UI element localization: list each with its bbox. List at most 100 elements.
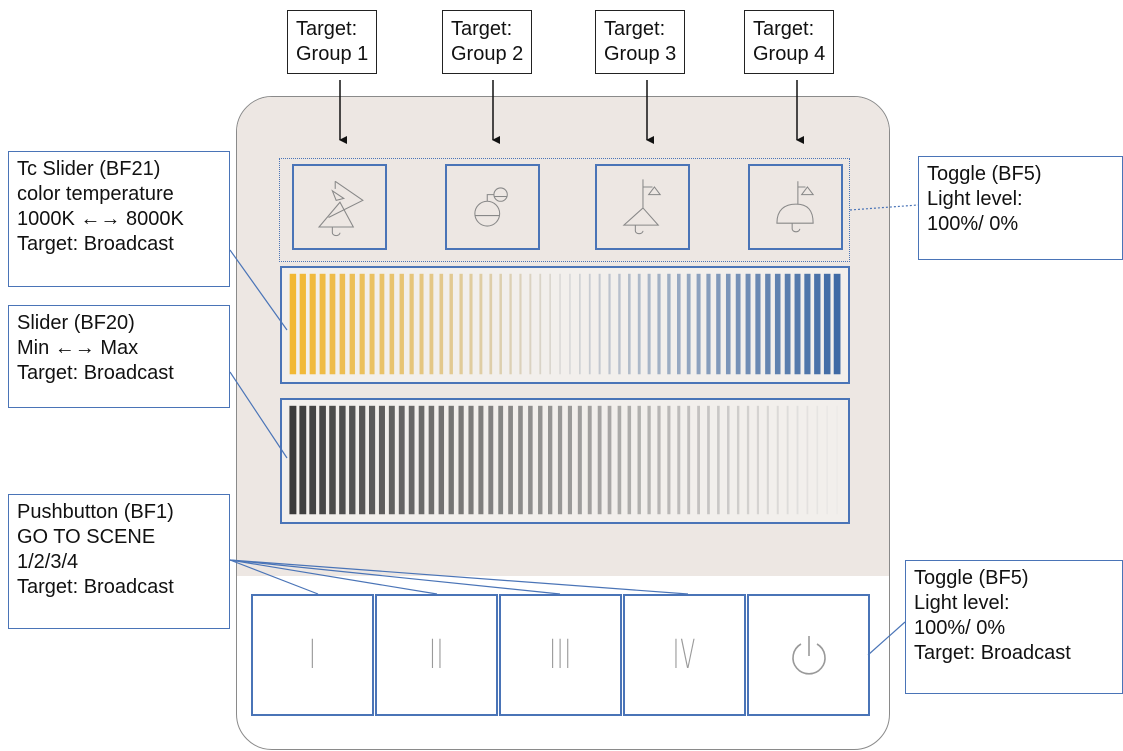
note-line: GO TO SCENE <box>17 526 156 548</box>
group-3-toggle-button[interactable] <box>595 164 690 250</box>
tc-bar <box>579 273 581 375</box>
tc-bar <box>676 273 681 375</box>
level-bar <box>577 405 582 515</box>
level-bar <box>677 405 681 515</box>
scene-1-button[interactable]: I <box>251 594 374 716</box>
lamp-group-1-icon <box>317 180 364 237</box>
note-line: 1000K ←→ 8000K <box>17 208 184 230</box>
scene-4-button[interactable]: IV <box>623 594 746 716</box>
tc-bar <box>509 273 512 375</box>
level-bar <box>428 405 435 515</box>
level-bar <box>796 405 799 515</box>
note-line: Slider (BF20) <box>17 312 135 334</box>
tc-bar <box>637 273 641 375</box>
tc-bar <box>667 273 671 375</box>
lamp-group-4-icon <box>776 181 815 233</box>
level-bar <box>319 405 326 515</box>
tc-bar <box>814 273 821 375</box>
tc-bar <box>519 273 522 375</box>
target-box-group-2: Target: Group 2 <box>442 10 533 74</box>
level-bar <box>667 405 671 515</box>
level-bar <box>786 405 789 515</box>
level-bar <box>607 405 612 515</box>
level-bar <box>508 405 513 515</box>
note-line: Target: Broadcast <box>17 233 174 255</box>
level-bar <box>339 405 346 515</box>
level-slider-note: Slider (BF20) Min ←→ Max Target: Broadca… <box>8 305 230 408</box>
level-bar <box>398 405 405 515</box>
note-line: color temperature <box>17 183 174 205</box>
level-bar <box>388 405 395 515</box>
lamp-group-3-icon <box>622 179 662 235</box>
target-box-line: Group 1 <box>296 43 369 65</box>
tc-bar <box>745 273 751 375</box>
target-box-group-1: Target: Group 1 <box>287 10 378 74</box>
level-bar <box>518 405 523 515</box>
note-line: Toggle (BF5) <box>927 163 1042 185</box>
level-bar <box>438 405 445 515</box>
tc-bar <box>429 273 434 375</box>
group-1-toggle-button[interactable] <box>292 164 387 250</box>
tc-bar <box>804 273 811 375</box>
tc-bar <box>833 273 841 375</box>
tc-bar <box>569 273 571 375</box>
scene-2-button[interactable]: II <box>375 594 498 716</box>
level-bar <box>488 405 494 515</box>
scene-4-label: IV <box>672 632 697 678</box>
level-bar <box>806 405 809 515</box>
scene-3-label: III <box>549 632 572 678</box>
tc-bar <box>696 273 701 375</box>
note-line: Pushbutton (BF1) <box>17 501 174 523</box>
tc-bar <box>339 273 346 375</box>
target-box-group-3: Target: Group 3 <box>595 10 686 74</box>
level-bar <box>538 405 543 515</box>
tc-bar <box>549 273 551 375</box>
tc-slider-note: Tc Slider (BF21) color temperature 1000K… <box>8 151 230 287</box>
power-toggle-button[interactable] <box>747 594 870 716</box>
level-bar <box>657 405 661 515</box>
level-bar <box>359 405 366 515</box>
tc-bar <box>499 273 502 375</box>
level-bar <box>746 405 750 515</box>
level-bar <box>826 405 828 515</box>
tc-bar <box>529 273 532 375</box>
group-4-toggle-button[interactable] <box>748 164 843 250</box>
tc-bar <box>598 273 601 375</box>
level-bar <box>587 405 592 515</box>
note-line: Min ←→ Max <box>17 337 139 359</box>
level-bar <box>697 405 700 515</box>
tc-bar <box>725 273 731 375</box>
light-level-slider[interactable] <box>280 398 850 524</box>
level-bar <box>309 405 317 515</box>
tc-bar <box>686 273 691 375</box>
tc-bar <box>706 273 711 375</box>
tc-bar <box>489 273 493 375</box>
tc-bar <box>309 273 316 375</box>
target-box-line: Target: <box>604 18 666 40</box>
tc-bar <box>449 273 453 375</box>
level-bar <box>289 405 297 515</box>
scene-2-label: II <box>428 632 445 678</box>
target-box-line: Target: <box>296 18 358 40</box>
tc-bar <box>329 273 336 375</box>
tc-bar <box>539 273 542 375</box>
tc-bar <box>469 273 473 375</box>
level-bar <box>448 405 454 515</box>
tc-bar <box>618 273 621 375</box>
scene-3-button[interactable]: III <box>499 594 622 716</box>
note-line: 100%/ 0% <box>914 617 1006 639</box>
tc-bar <box>409 273 414 375</box>
color-temperature-slider[interactable] <box>280 266 850 384</box>
tc-bar <box>657 273 661 375</box>
level-bar <box>567 405 573 515</box>
tc-bar <box>774 273 781 375</box>
target-box-line: Group 3 <box>604 43 677 65</box>
level-bar <box>349 405 356 515</box>
group-toggle-row <box>279 158 850 262</box>
tc-bar <box>794 273 801 375</box>
lamp-group-2-icon <box>474 187 508 227</box>
note-line: 100%/ 0% <box>927 213 1019 235</box>
tc-bar <box>319 273 326 375</box>
group-2-toggle-button[interactable] <box>445 164 540 250</box>
